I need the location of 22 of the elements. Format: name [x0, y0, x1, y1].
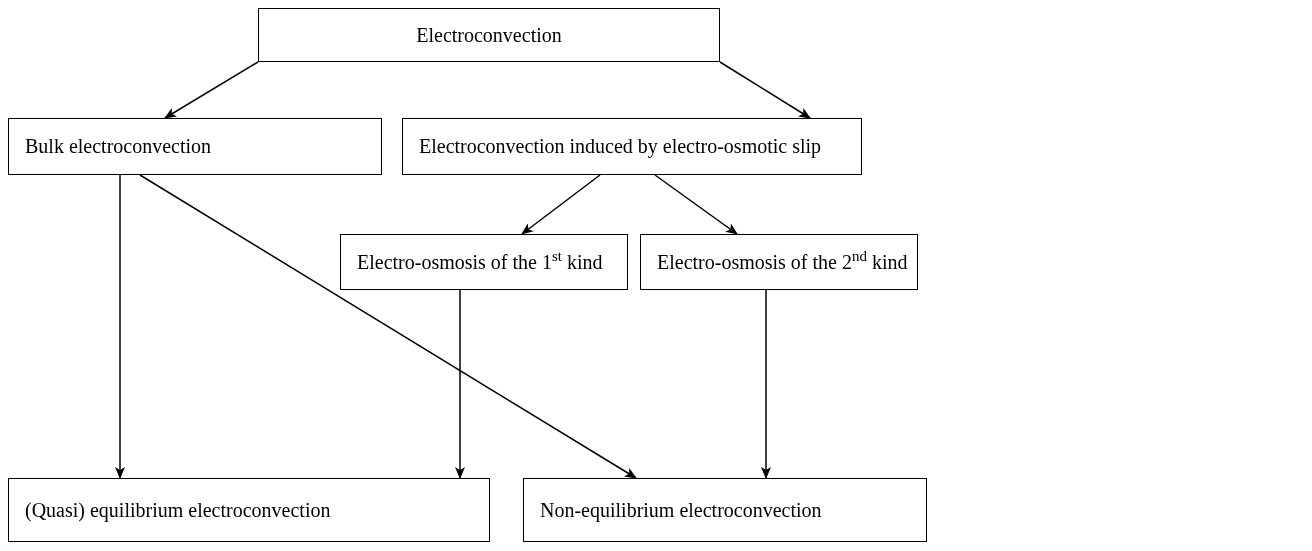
process-box: [8, 118, 382, 175]
arrow: [455, 289, 465, 479]
box-label: Non-equilibrium electroconvection: [540, 497, 822, 523]
process-box: [258, 8, 720, 62]
arrow: [164, 61, 259, 119]
arrow: [761, 289, 771, 479]
process-box: [640, 234, 918, 290]
arrow: [139, 174, 637, 479]
box-label: Electro-osmosis of the 2$^{nd}$ kind: [657, 249, 908, 275]
arrow: [719, 61, 811, 119]
box-label: Electroconvection induced by electro-osmotic slip: [419, 134, 822, 159]
process-box: [8, 478, 490, 542]
box-label: Electroconvection: [416, 22, 562, 48]
arrow: [654, 174, 738, 235]
process-box: [402, 118, 862, 175]
box-label: (Quasi) equilibrium electroconvection: [25, 497, 331, 523]
process-box: [523, 478, 927, 542]
arrow: [521, 174, 601, 235]
box-label: Bulk electroconvection: [25, 134, 212, 159]
process-box: [340, 234, 628, 290]
box-label: Electro-osmosis of the 1$^{st}$ kind: [357, 249, 603, 275]
arrow: [115, 174, 125, 479]
